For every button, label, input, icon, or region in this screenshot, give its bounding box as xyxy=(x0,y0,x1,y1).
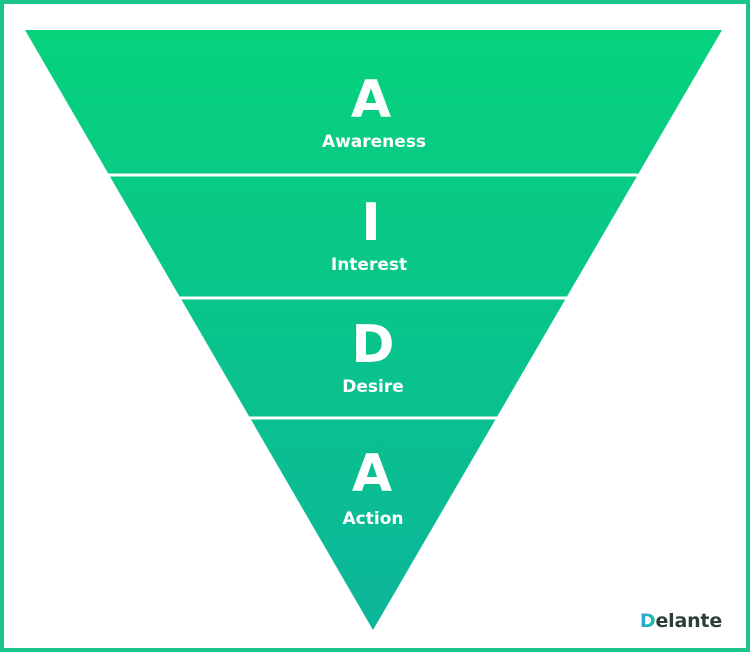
stage-letter: A xyxy=(352,444,392,504)
stage-label: Interest xyxy=(331,255,407,275)
stage-desire: D Desire xyxy=(342,315,404,397)
funnel-triangle xyxy=(25,30,722,630)
stage-interest: I Interest xyxy=(331,193,407,275)
logo-rest: elante xyxy=(655,610,722,632)
stage-letter: D xyxy=(351,315,394,375)
stage-label: Awareness xyxy=(322,132,426,152)
stage-label: Action xyxy=(343,509,404,529)
stage-letter: I xyxy=(361,193,380,253)
delante-logo: Delante xyxy=(640,610,722,632)
stage-action: A Action xyxy=(343,444,404,529)
stage-awareness: A Awareness xyxy=(322,70,426,152)
stage-label: Desire xyxy=(342,377,404,397)
stage-letter: A xyxy=(351,70,391,130)
logo-first-letter: D xyxy=(639,610,656,632)
